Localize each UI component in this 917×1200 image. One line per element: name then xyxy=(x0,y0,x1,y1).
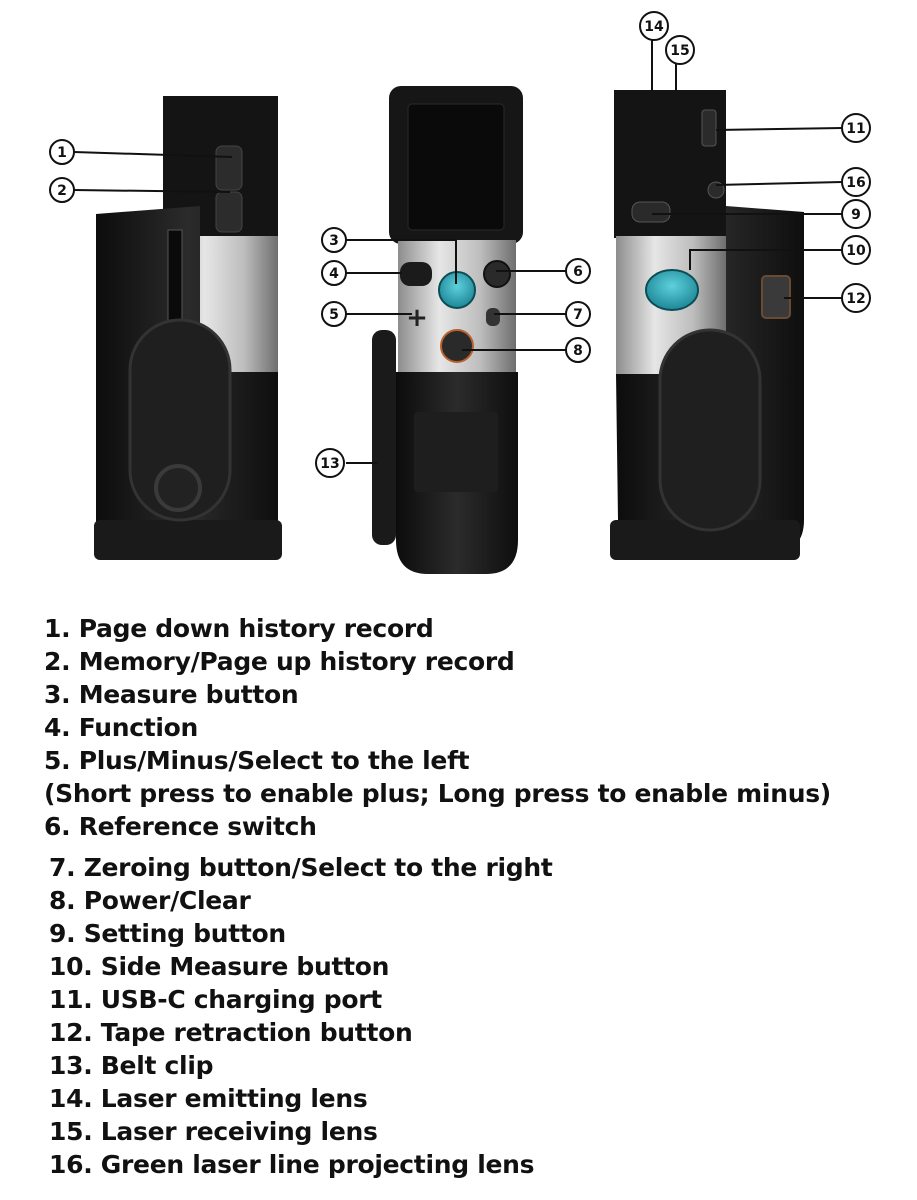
callout-11: 11 xyxy=(841,113,871,143)
legend-item: 13. Belt clip xyxy=(49,1051,214,1080)
legend-item: 15. Laser receiving lens xyxy=(49,1117,378,1146)
svg-text:13: 13 xyxy=(320,456,339,472)
left-view-base xyxy=(94,520,282,560)
power-button-icon xyxy=(440,329,474,363)
callout-14: 14 xyxy=(639,11,669,41)
legend-item: 5. Plus/Minus/Select to the left xyxy=(44,746,470,775)
legend-item: 16. Green laser line projecting lens xyxy=(49,1150,535,1179)
right-view-usb-port xyxy=(701,109,717,147)
legend-item: 14. Laser emitting lens xyxy=(49,1084,368,1113)
callout-7: 7 xyxy=(565,301,591,327)
callout-6: 6 xyxy=(565,258,591,284)
device-views-illustration: + 1 2 xyxy=(49,11,871,574)
left-view-loop xyxy=(128,318,232,522)
left-view-button-2 xyxy=(215,191,243,233)
legend-item: 2. Memory/Page up history record xyxy=(44,647,515,676)
side-measure-button-icon xyxy=(645,269,699,311)
svg-text:8: 8 xyxy=(573,343,583,359)
front-view-lower-panel xyxy=(414,412,498,492)
left-view-dial-icon xyxy=(154,464,202,512)
plus-minus-button-icon: + xyxy=(406,303,428,333)
legend-item: 8. Power/Clear xyxy=(49,886,251,915)
callout-2: 2 xyxy=(49,177,75,203)
svg-text:4: 4 xyxy=(329,266,339,282)
callout-5: 5 xyxy=(321,301,347,327)
front-view-clip xyxy=(372,330,396,545)
callout-1: 1 xyxy=(49,139,75,165)
svg-text:15: 15 xyxy=(670,43,689,59)
legend-item: 10. Side Measure button xyxy=(49,952,390,981)
front-view: + xyxy=(372,86,523,574)
callout-10: 10 xyxy=(841,235,871,265)
legend-item: 12. Tape retraction button xyxy=(49,1018,413,1047)
legend-item: 3. Measure button xyxy=(44,680,299,709)
svg-text:6: 6 xyxy=(573,264,583,280)
right-view-setting-button xyxy=(631,201,671,223)
function-button-icon xyxy=(400,262,432,286)
callout-9: 9 xyxy=(841,199,871,229)
left-side-view xyxy=(94,96,282,560)
callout-12: 12 xyxy=(841,283,871,313)
legend-item: 7. Zeroing button/Select to the right xyxy=(49,853,553,882)
svg-text:12: 12 xyxy=(846,291,865,307)
svg-text:11: 11 xyxy=(846,121,865,137)
legend-item: 9. Setting button xyxy=(49,919,286,948)
right-side-view xyxy=(610,90,804,560)
svg-text:7: 7 xyxy=(573,307,583,323)
callout-13: 13 xyxy=(315,448,345,478)
legend-item: 4. Function xyxy=(44,713,199,742)
legend-item: 11. USB-C charging port xyxy=(49,985,382,1014)
callout-lines xyxy=(73,40,843,464)
legend-list: 1. Page down history record 2. Memory/Pa… xyxy=(44,612,904,1181)
svg-text:3: 3 xyxy=(329,233,339,249)
callout-15: 15 xyxy=(665,35,695,65)
reference-switch-icon xyxy=(483,260,511,288)
right-view-green-lens xyxy=(707,181,725,199)
svg-text:1: 1 xyxy=(57,145,67,161)
left-view-button-1 xyxy=(215,145,243,191)
callout-4: 4 xyxy=(321,260,347,286)
svg-text:2: 2 xyxy=(57,183,67,199)
front-view-screen xyxy=(407,103,505,231)
callout-3: 3 xyxy=(321,227,347,253)
callout-16: 16 xyxy=(841,167,871,197)
legend-item: (Short press to enable plus; Long press … xyxy=(44,779,831,808)
callout-8: 8 xyxy=(565,337,591,363)
svg-text:14: 14 xyxy=(644,19,664,35)
right-view-base xyxy=(610,520,800,560)
svg-text:5: 5 xyxy=(329,307,339,323)
right-view-loop xyxy=(658,328,762,532)
svg-text:9: 9 xyxy=(851,207,861,223)
svg-text:16: 16 xyxy=(846,175,865,191)
legend-item: 6. Reference switch xyxy=(44,812,317,841)
legend-item: 1. Page down history record xyxy=(44,614,434,643)
zeroing-button-icon xyxy=(486,308,500,326)
svg-text:10: 10 xyxy=(846,243,866,259)
